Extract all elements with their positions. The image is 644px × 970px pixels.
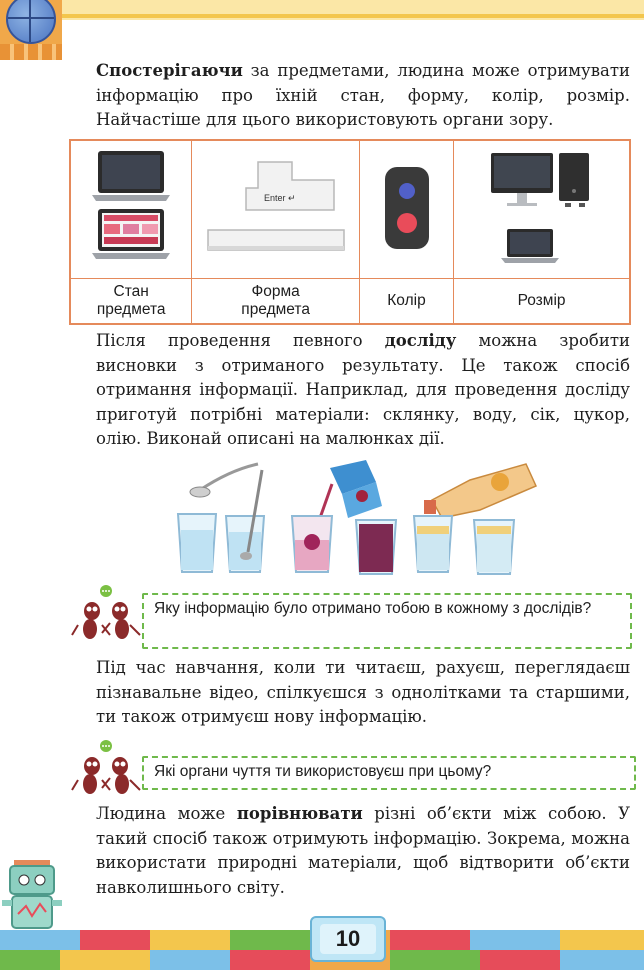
form-images: Enter ↵ [191, 139, 360, 279]
paragraph-learning: Під час навчання, коли ти читаєш, рахуєш… [96, 658, 630, 726]
question-1: Яку інформацію було отримано тобою в кож… [142, 593, 632, 649]
state-images [69, 139, 193, 279]
globe-icon [6, 0, 56, 44]
keyboard-keys-icon: Enter ↵ [206, 160, 345, 251]
robot-icon [2, 860, 62, 929]
page-number-badge: 10 [310, 916, 386, 962]
caption-color: Колір [358, 278, 455, 325]
question-block-2: Які органи чуття ти використовуєш при ць… [70, 740, 636, 800]
computers-icon [490, 152, 589, 263]
page-number: 10 [320, 924, 376, 954]
corner-emblem [0, 0, 62, 60]
experiment-illustration [176, 460, 537, 575]
paragraph-observation-text: за предметами, людина може отримувати ін… [96, 61, 630, 129]
size-images [453, 139, 631, 279]
top-band [0, 0, 644, 20]
term-compare: порівнювати [236, 804, 363, 823]
properties-table: Enter ↵ [69, 139, 631, 325]
traffic-light-icon [384, 166, 429, 249]
paragraph-observation: Спостерігаючи за предметами, людина може… [96, 59, 630, 133]
paragraph-compare: Людина може порівнювати різні об’єкти мі… [96, 804, 631, 897]
question-block-1: Яку інформацію було отримано тобою в кож… [70, 585, 636, 651]
laptops-icon [92, 150, 171, 259]
enter-key-label: Enter ↵ [264, 193, 296, 203]
caption-size: Розмір [453, 278, 631, 325]
corner-bricks [0, 44, 62, 60]
paragraph-experiment: Після проведення певного досліду можна з… [96, 331, 630, 448]
color-images [358, 139, 455, 279]
question-2: Які органи чуття ти використовуєш при ць… [142, 756, 636, 790]
term-observing: Спостерігаючи [96, 61, 243, 80]
ants-icon [71, 740, 141, 794]
term-experiment: досліду [384, 331, 457, 350]
ants-icon [71, 585, 141, 639]
